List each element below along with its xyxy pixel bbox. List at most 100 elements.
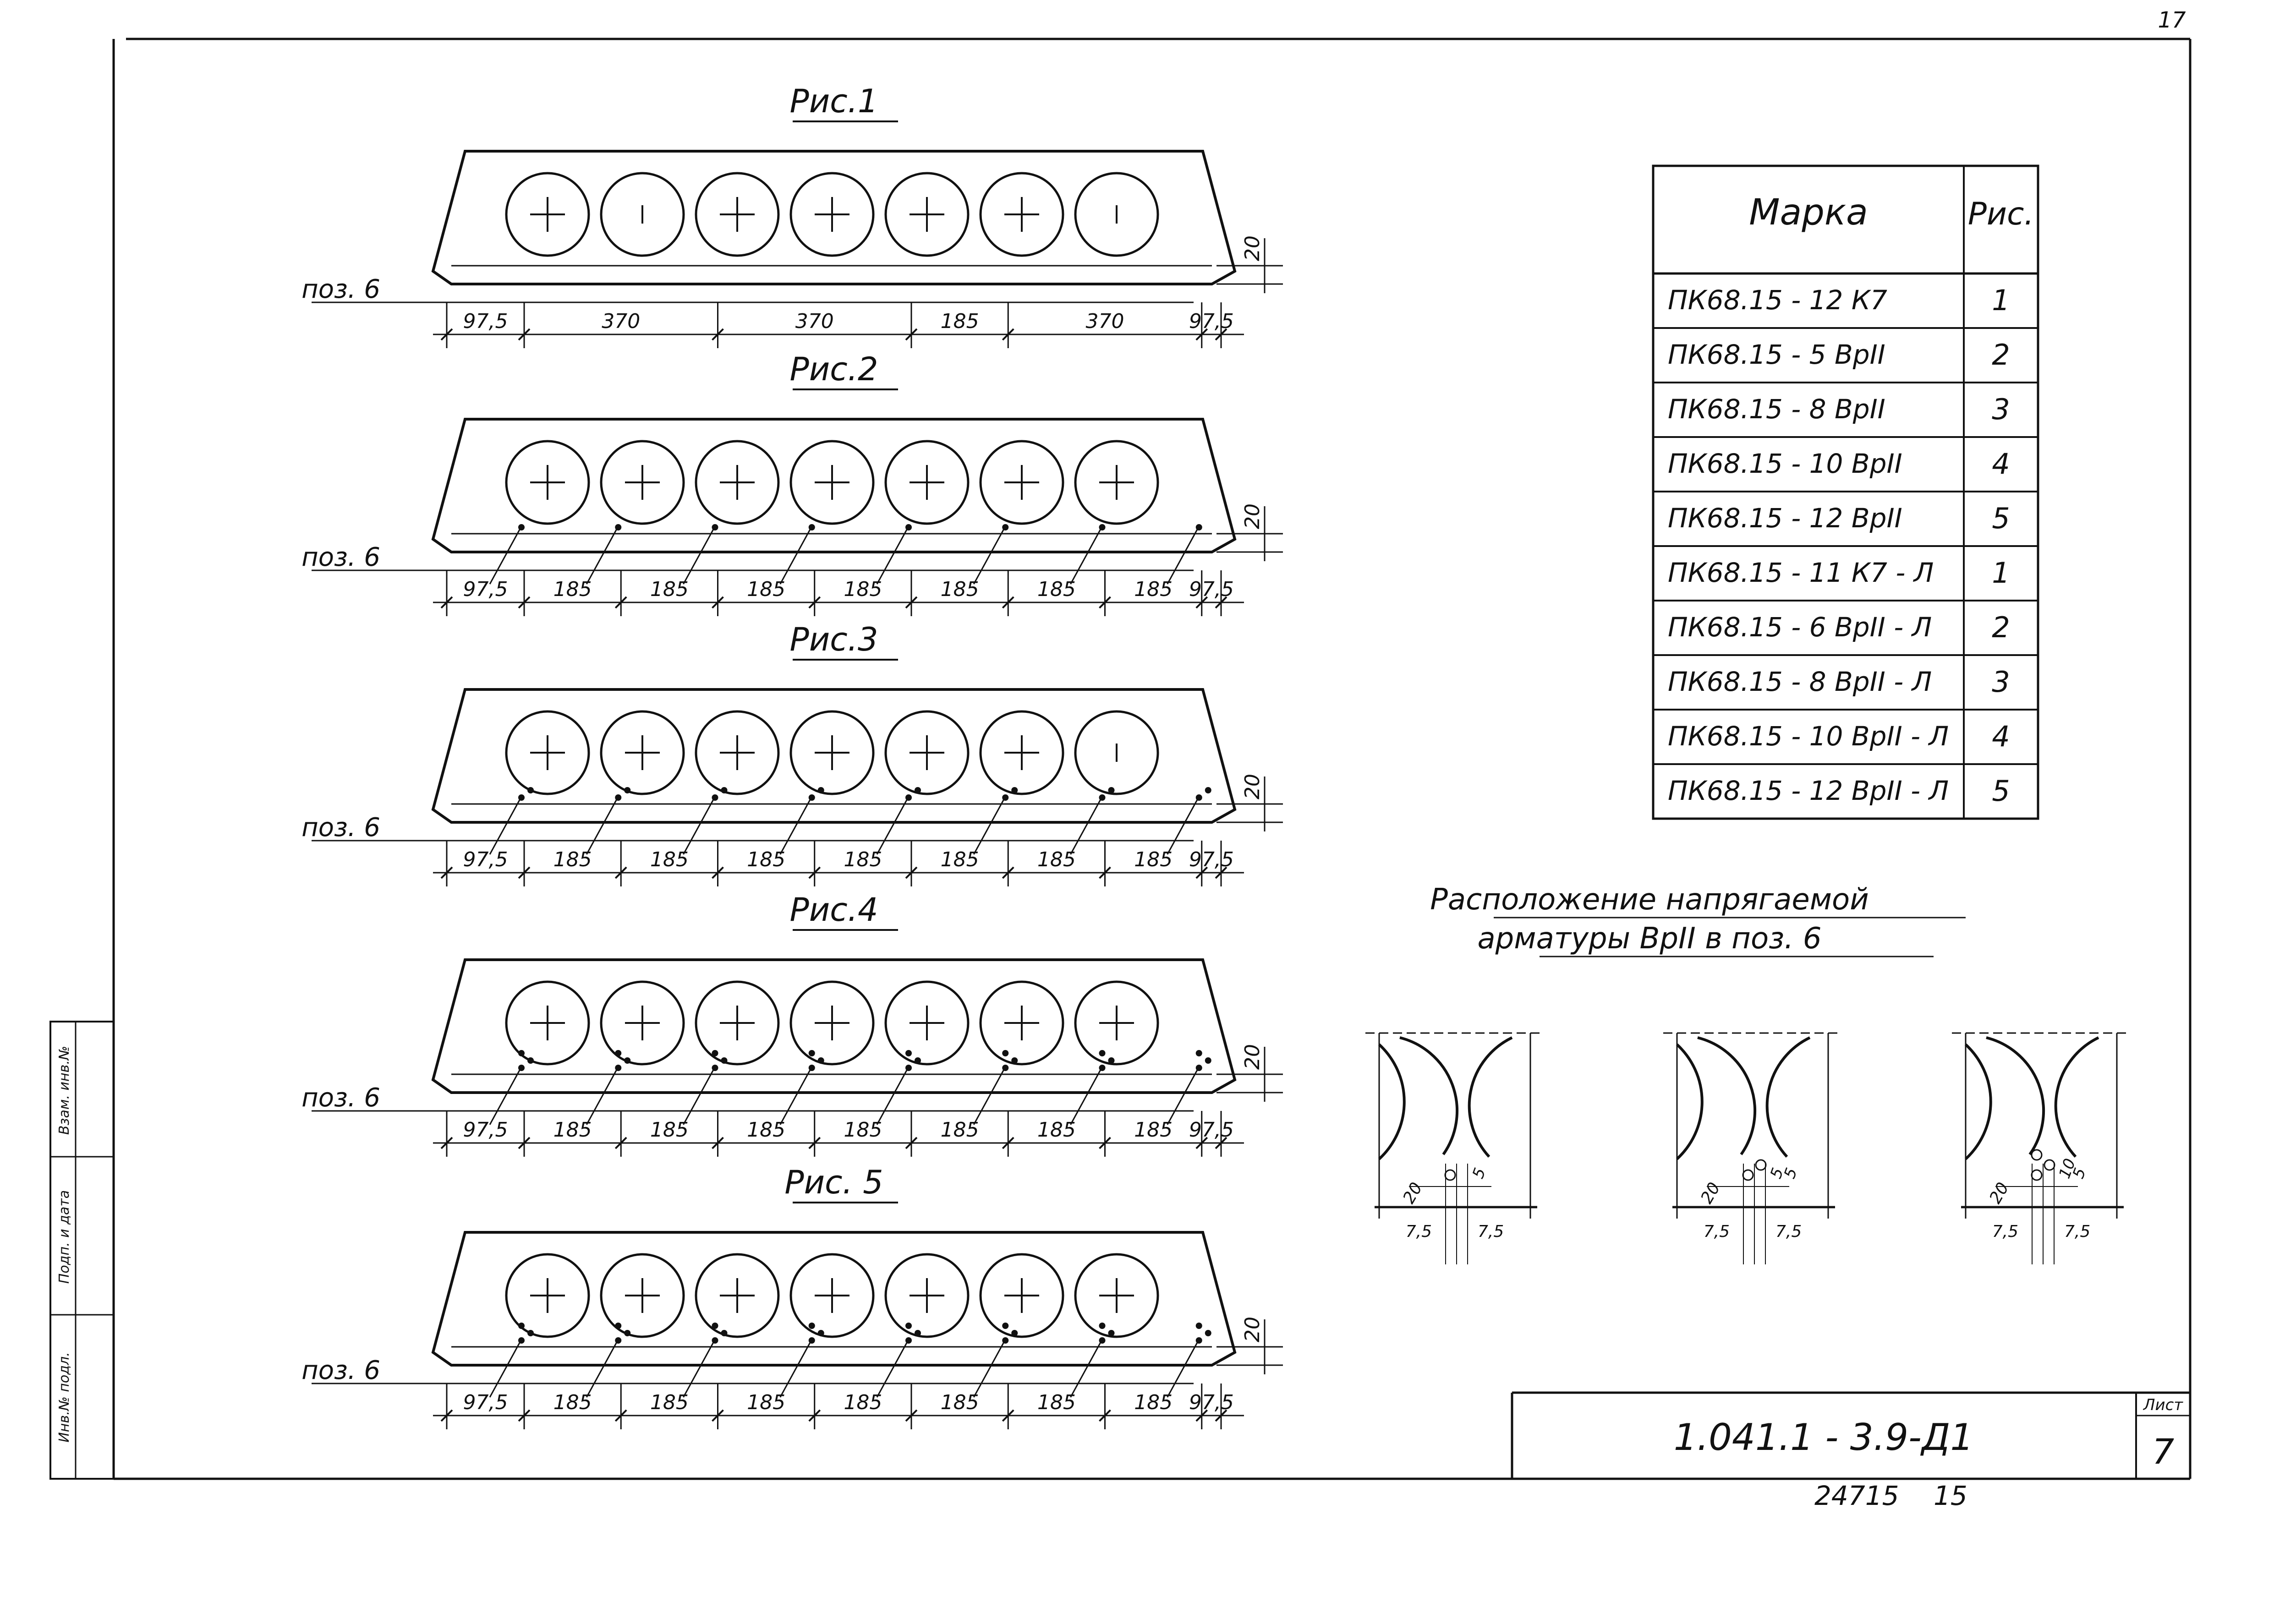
strand-bar: [1195, 1323, 1202, 1329]
dimension-slash: [1002, 596, 1014, 609]
dimension-slash: [440, 328, 453, 341]
dimension-slash: [1002, 1409, 1014, 1422]
slab-outline: [431, 1231, 1237, 1367]
dimension-slash: [614, 866, 627, 879]
hollow-core: [695, 440, 780, 525]
hollow-core: [1074, 440, 1159, 525]
leader-line: [876, 795, 910, 855]
leader-line: [779, 795, 813, 855]
strand-bar: [1099, 1050, 1106, 1056]
hollow-arc-left: [1697, 1036, 1756, 1155]
leader-line: [683, 795, 716, 855]
strand-bar: [1205, 787, 1211, 793]
hollow-core: [1074, 1253, 1159, 1338]
leader-line: [876, 1066, 910, 1125]
strand-bar: [527, 787, 534, 793]
height-dim-value: 20: [1241, 774, 1264, 799]
dimension-value: 185: [553, 578, 592, 601]
dimension-value: 185: [650, 848, 689, 871]
strand-bar: [1742, 1169, 1754, 1181]
dimension-value: 185: [1037, 578, 1076, 601]
table-cell-fig: 1: [1992, 556, 2010, 590]
dimension-value: 185: [553, 848, 592, 871]
dimension-value: 185: [1037, 1391, 1076, 1414]
dimension-value: 185: [1037, 848, 1076, 871]
strand-bar: [615, 1323, 622, 1329]
strand-bar: [808, 1323, 815, 1329]
pitch-dim: 5: [1469, 1165, 1490, 1181]
dimension-value: 185: [747, 1118, 785, 1142]
height-dim-value: 20: [1241, 1044, 1264, 1070]
hollow-core: [884, 172, 970, 257]
spacing-left-dim: 7,5: [1992, 1222, 2018, 1241]
hollow-core: [979, 710, 1064, 795]
strand-bar: [624, 1057, 631, 1064]
strand-bar: [1205, 1057, 1211, 1064]
leader-line: [876, 525, 910, 585]
dimension-value: 185: [650, 578, 689, 601]
hollow-core: [1074, 980, 1159, 1066]
hollow-core: [505, 1253, 590, 1338]
hollow-core: [505, 440, 590, 525]
hollow-core: [884, 1253, 970, 1338]
table-cell-fig: 2: [1992, 611, 2010, 644]
dimension-slash: [1215, 866, 1227, 879]
pos-label: поз. 6: [301, 542, 380, 572]
dimension-value: 97,5: [463, 310, 508, 333]
strand-bar: [1108, 787, 1115, 793]
cover-dim: 20: [1399, 1179, 1426, 1207]
corner-number: 17: [2158, 7, 2186, 33]
stamp-field-inventory: Инв.№ подл.: [56, 1352, 72, 1442]
dimension-value: 97,5: [463, 848, 508, 871]
figure-caption: Рис.2: [790, 350, 878, 388]
spacing-right-dim: 7,5: [2064, 1222, 2090, 1241]
sheet-label: Лист: [2143, 1396, 2183, 1414]
table-cell-mark: ПК68.15 - 12 К7: [1668, 284, 1887, 316]
strand-bar: [1002, 1050, 1009, 1056]
hollow-core: [979, 1253, 1064, 1338]
inventory-number: 24715: [1814, 1480, 1899, 1511]
dimension-value: 185: [844, 578, 882, 601]
leader-line: [779, 1066, 813, 1125]
leader-line: [586, 1338, 619, 1398]
dimension-value: 97,5: [1189, 310, 1234, 333]
hollow-core: [789, 440, 875, 525]
hollow-core: [505, 172, 590, 257]
dimension-value: 185: [941, 310, 979, 333]
dimension-slash: [440, 866, 453, 879]
hollow-arc-left: [1964, 1043, 1992, 1160]
hollow-core: [600, 440, 685, 525]
strand-bar: [615, 1050, 622, 1056]
dimension-value: 185: [1134, 1391, 1173, 1414]
strand-bar: [808, 1050, 815, 1056]
dimension-slash: [905, 1137, 918, 1149]
title-block: 1.041.1 - 3.9-Д1 Лист 7: [1511, 1391, 2190, 1479]
leader-line: [1167, 525, 1200, 585]
leader-line: [973, 795, 1007, 855]
strand-bar: [1099, 1323, 1106, 1329]
dimension-value: 370: [795, 310, 834, 333]
hollow-core: [1074, 172, 1159, 257]
hollow-arc-left: [1399, 1036, 1458, 1155]
dimension-slash: [614, 1137, 627, 1149]
dimension-slash: [1195, 328, 1208, 341]
strand-bar: [712, 1050, 718, 1056]
title-code: 1.041.1 - 3.9-Д1: [1674, 1416, 1974, 1459]
dimension-slash: [1195, 596, 1208, 609]
hollow-core: [789, 1253, 875, 1338]
hollow-core: [600, 1253, 685, 1338]
dimension-slash: [712, 1137, 724, 1149]
strand-bar: [915, 1057, 921, 1064]
leader-line: [683, 1338, 716, 1398]
leader-line: [683, 1066, 716, 1125]
strand-bar: [712, 1323, 718, 1329]
table-cell-fig: 3: [1992, 393, 2010, 426]
dimension-slash: [712, 328, 724, 341]
table-header-fig: Рис.: [1968, 196, 2034, 232]
